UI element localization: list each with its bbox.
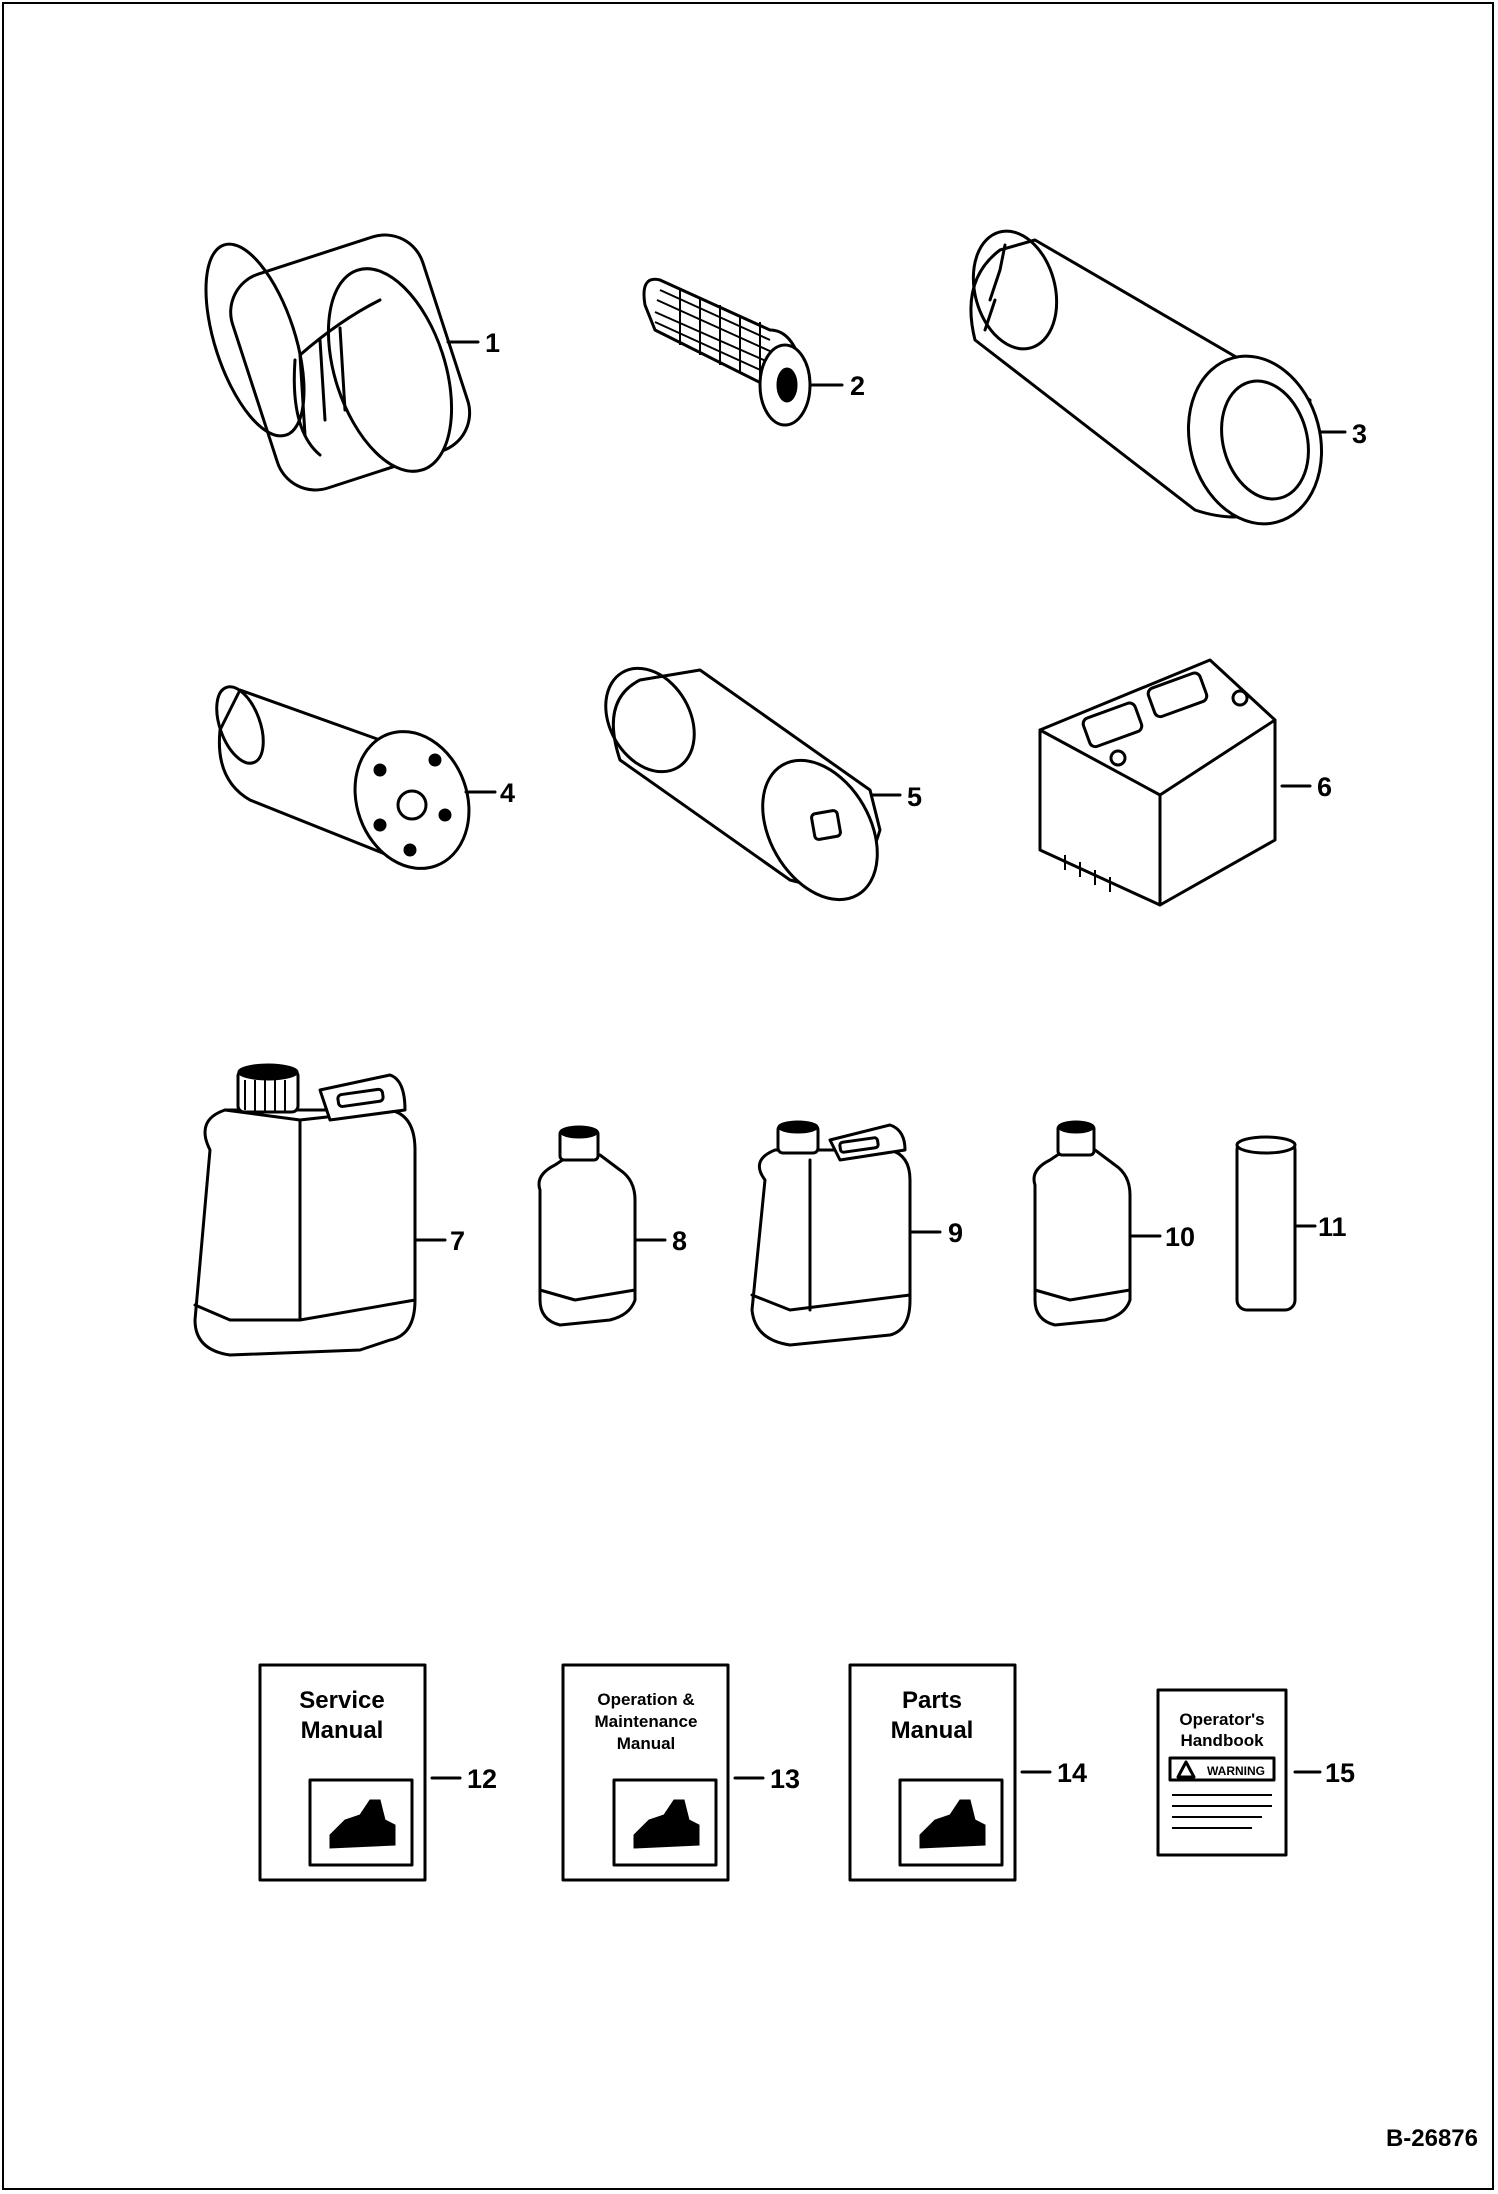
item-11-grease-tube <box>1235 1135 1317 1312</box>
handbook-warning-label: WARNING <box>1207 1764 1265 1778</box>
item-4-spin-on-filter <box>215 685 497 870</box>
figure-reference: B-26876 <box>1386 2125 1478 2152</box>
item-13-operation-maintenance-manual: Operation & Maintenance Manual <box>561 1663 765 1882</box>
callout-10: 10 <box>1165 1222 1195 1252</box>
callout-11: 11 <box>1318 1212 1347 1242</box>
callout-7: 7 <box>450 1226 465 1256</box>
item-15-operators-handbook: Operator's Handbook WARNING <box>1156 1688 1322 1857</box>
om-manual-title-1: Operation & <box>597 1690 694 1709</box>
item-12-service-manual: Service Manual <box>258 1663 462 1882</box>
callout-2: 2 <box>850 371 865 401</box>
callout-4: 4 <box>500 778 515 808</box>
service-manual-title-1: Service <box>299 1687 384 1714</box>
item-10-small-bottle <box>1032 1120 1162 1327</box>
callout-13: 13 <box>770 1764 800 1794</box>
callout-12: 12 <box>467 1764 497 1794</box>
callout-6: 6 <box>1317 772 1332 802</box>
callout-5: 5 <box>907 782 922 812</box>
om-manual-title-3: Manual <box>617 1734 676 1753</box>
handbook-title-2: Handbook <box>1180 1731 1264 1750</box>
service-manual-title-2: Manual <box>301 1717 384 1744</box>
callout-14: 14 <box>1057 1758 1087 1788</box>
parts-manual-title-2: Manual <box>891 1717 974 1744</box>
item-7-large-container <box>193 1063 447 1357</box>
callout-1: 1 <box>485 328 500 358</box>
om-manual-title-2: Maintenance <box>595 1712 698 1731</box>
item-3-air-filter <box>969 229 1347 526</box>
item-8-small-bottle <box>537 1125 667 1327</box>
item-6-battery <box>1038 658 1312 907</box>
item-9-medium-container <box>750 1120 942 1347</box>
callout-3: 3 <box>1352 419 1367 449</box>
handbook-title-1: Operator's <box>1179 1710 1264 1729</box>
callout-9: 9 <box>948 1218 963 1248</box>
parts-manual-title-1: Parts <box>902 1687 962 1714</box>
item-1-engine-oil-filter <box>204 233 480 492</box>
item-14-parts-manual: Parts Manual <box>848 1663 1052 1882</box>
callout-8: 8 <box>672 1226 687 1256</box>
item-2-hydraulic-filter-element <box>642 277 844 427</box>
item-5-fuel-filter <box>604 666 902 902</box>
callout-15: 15 <box>1325 1758 1355 1788</box>
